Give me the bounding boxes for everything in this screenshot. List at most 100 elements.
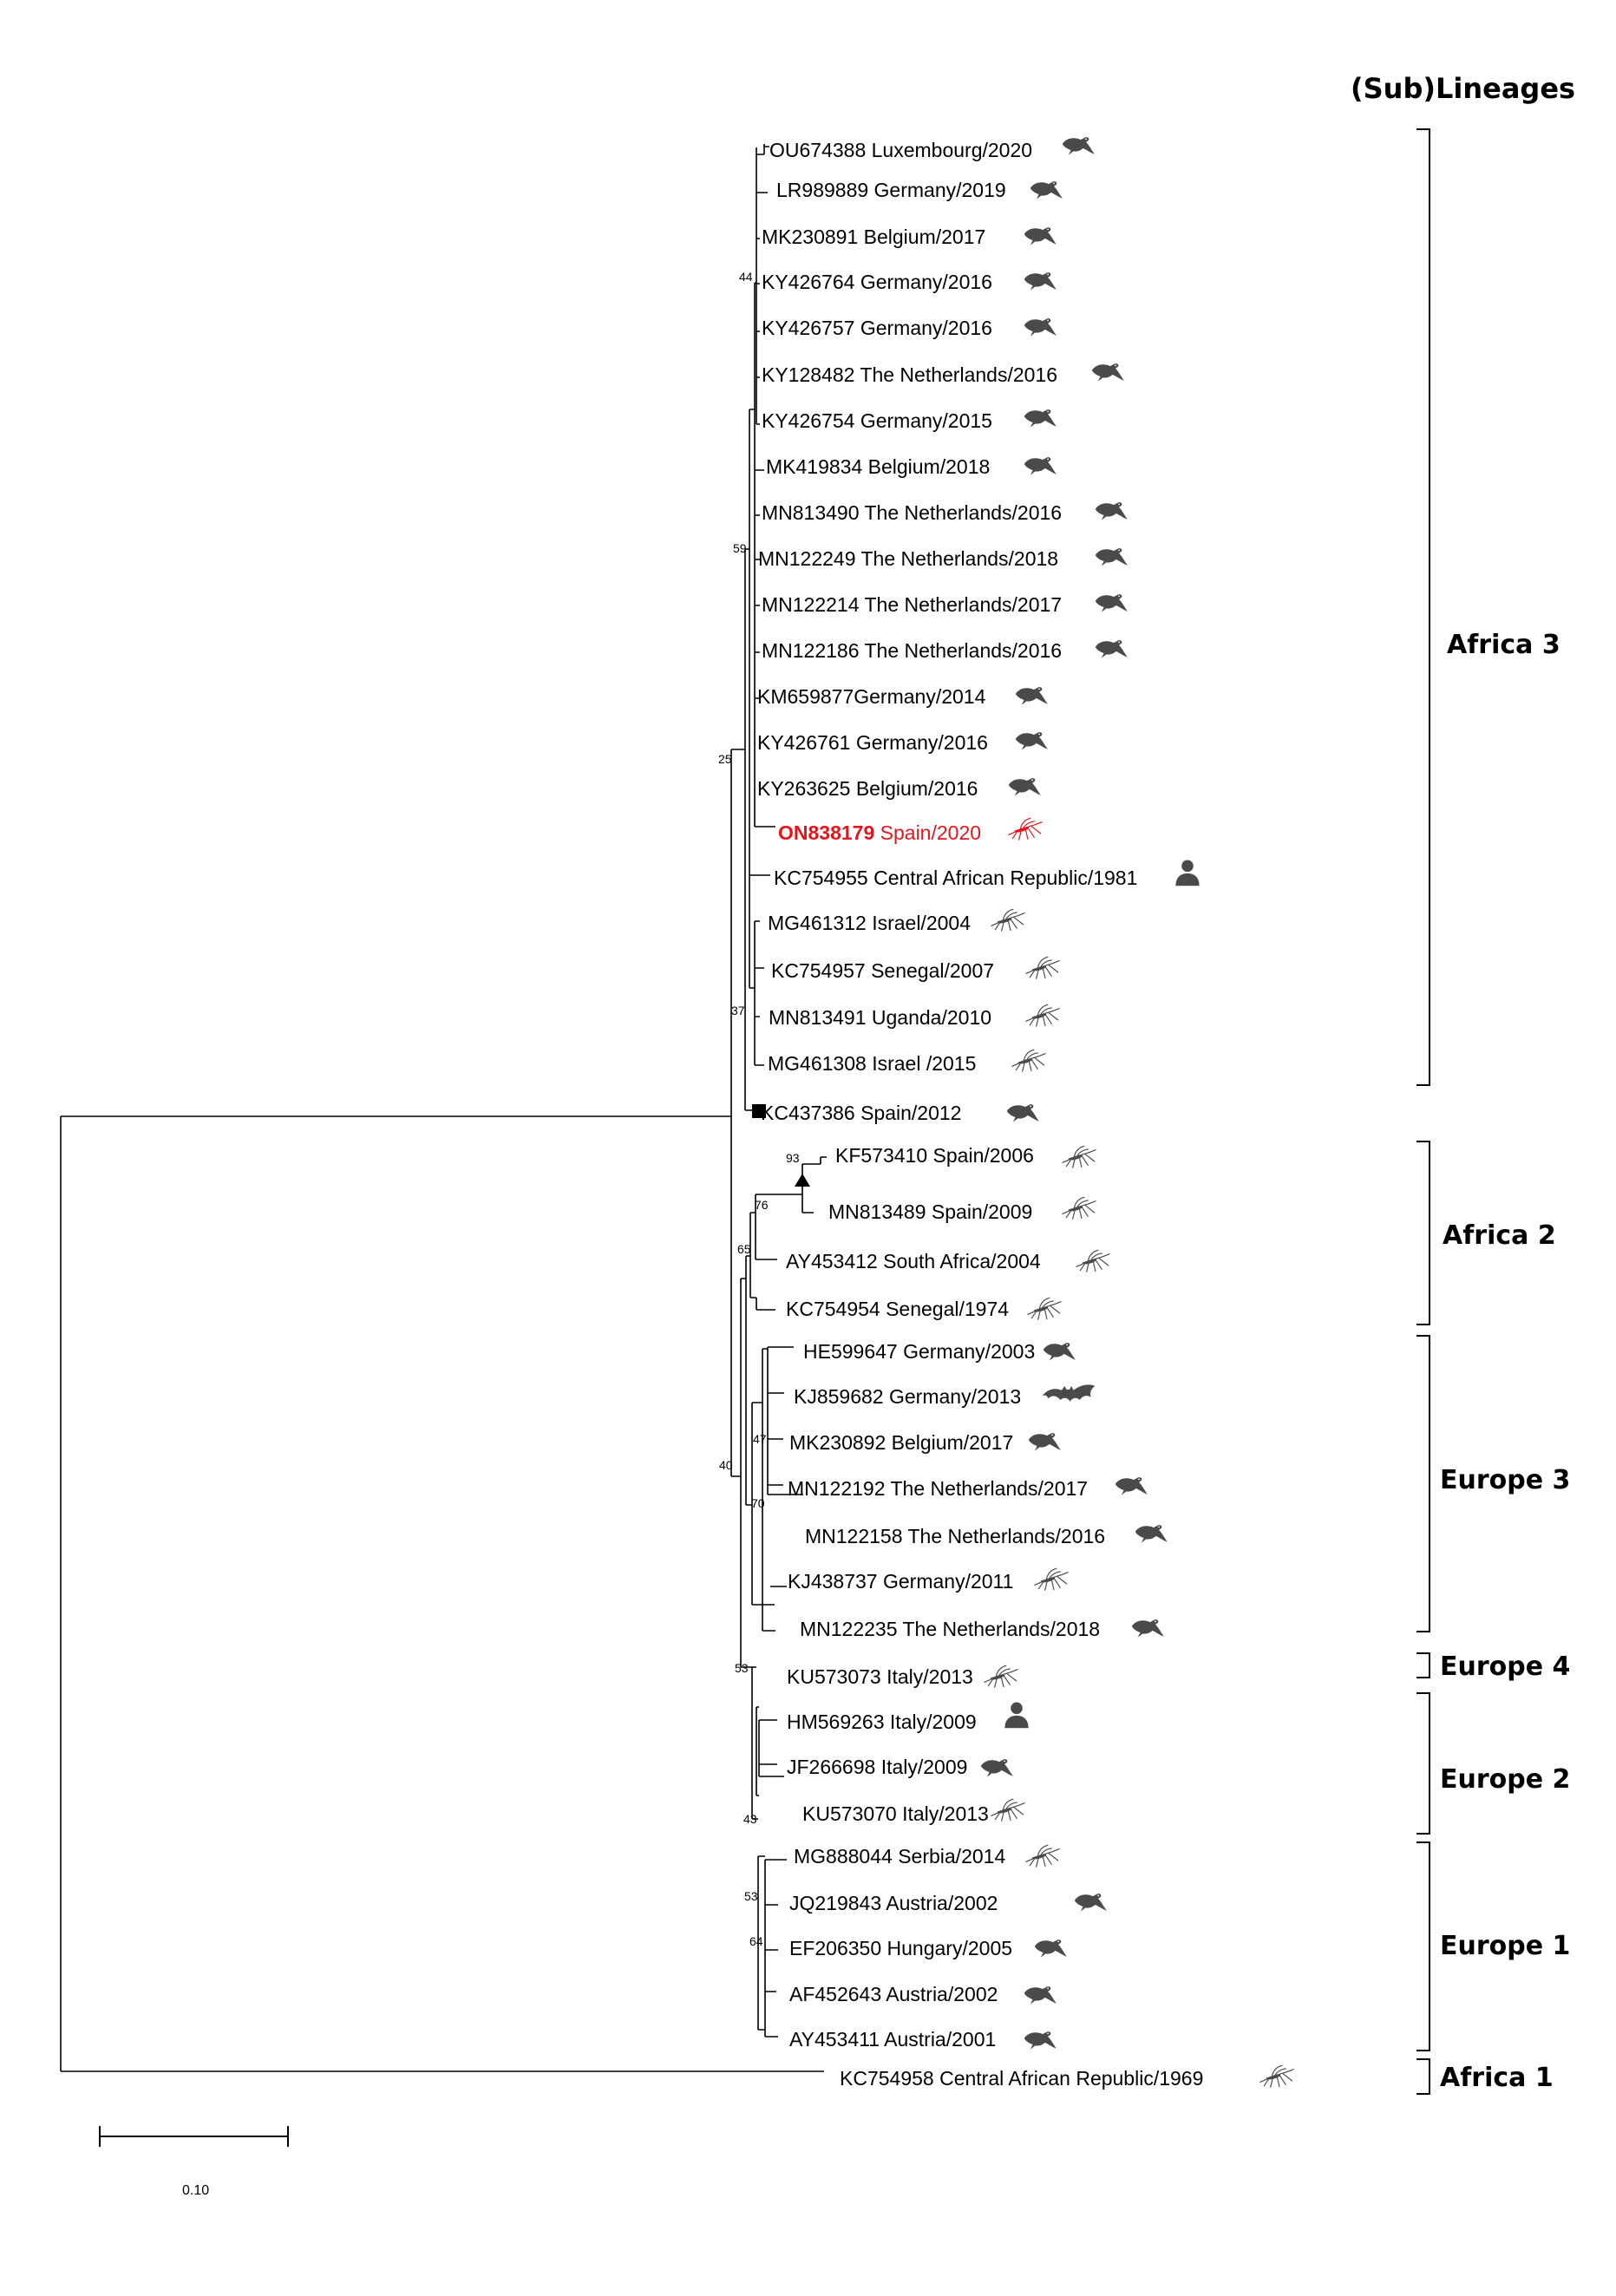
mosquito-icon <box>1025 1844 1060 1868</box>
mosquito-icon <box>991 908 1025 932</box>
taxon-leaf: AF452643 Austria/2002 <box>789 1983 1057 2005</box>
taxon-label: AF452643 Austria/2002 <box>789 1983 998 2005</box>
bootstrap-value: 59 <box>733 541 747 555</box>
mosquito-icon <box>1025 956 1060 979</box>
taxon-label: MK230891 Belgium/2017 <box>762 226 985 248</box>
taxon-leaf: MK230891 Belgium/2017 <box>762 226 1057 248</box>
bird-icon <box>1024 318 1057 337</box>
node-marker-triangle <box>795 1174 810 1187</box>
mosquito-icon <box>1062 1145 1096 1168</box>
taxon-label: MK419834 Belgium/2018 <box>766 455 990 478</box>
taxon-label: HM569263 Italy/2009 <box>787 1711 977 1733</box>
taxon-label: MN813489 Spain/2009 <box>828 1200 1032 1223</box>
scale-bar-label: 0.10 <box>182 2183 209 2198</box>
bird-icon <box>1024 457 1057 475</box>
bird-icon <box>1028 1433 1061 1451</box>
bird-icon <box>1015 732 1048 750</box>
lineage-label: Africa 3 <box>1447 630 1560 660</box>
taxon-label: KC754955 Central African Republic/1981 <box>774 867 1137 889</box>
bootstrap-value: 93 <box>786 1151 800 1165</box>
taxon-leaf: MG461312 Israel/2004 <box>768 908 1025 934</box>
bird-icon <box>1074 1894 1107 1912</box>
taxon-label: AY453411 Austria/2001 <box>789 2028 996 2051</box>
lineage-bracket <box>1416 1335 1430 1632</box>
bird-icon <box>1008 778 1041 796</box>
bootstrap-value: 65 <box>737 1242 751 1256</box>
lineage-bracket <box>1416 2058 1430 2095</box>
mosquito-icon <box>1011 1049 1046 1072</box>
mosquito-icon <box>1008 817 1043 841</box>
bird-icon <box>1024 227 1057 245</box>
taxon-leaf: LR989889 Germany/2019 <box>776 179 1063 201</box>
bird-icon <box>1024 1986 1057 2005</box>
taxon-leaf: JF266698 Italy/2009 <box>787 1756 1013 1778</box>
bird-icon <box>1034 1939 1067 1958</box>
taxon-leaf: MG888044 Serbia/2014 <box>794 1844 1060 1868</box>
taxon-leaf: KU573070 Italy/2013 <box>802 1798 1025 1825</box>
taxon-leaf: KC754955 Central African Republic/1981 <box>774 860 1200 889</box>
lineage-bracket <box>1416 1141 1430 1325</box>
bird-icon <box>1062 137 1095 155</box>
taxon-leaf: MN122214 The Netherlands/2017 <box>762 593 1128 616</box>
taxon-label: KY263625 Belgium/2016 <box>757 777 978 800</box>
taxon-leaf: MN122158 The Netherlands/2016 <box>805 1525 1168 1547</box>
human-icon <box>1004 1702 1029 1729</box>
taxon-label: AY453412 South Africa/2004 <box>786 1250 1041 1272</box>
taxon-label: KC754954 Senegal/1974 <box>786 1298 1009 1320</box>
taxon-label: KM659877Germany/2014 <box>757 685 986 708</box>
taxon-leaf: KF573410 Spain/2006 <box>835 1144 1096 1168</box>
bird-icon <box>1095 502 1128 520</box>
bootstrap-value: 40 <box>719 1458 733 1472</box>
bird-icon <box>1043 1343 1076 1361</box>
bootstrap-value: 44 <box>739 270 753 284</box>
lineage-label: Europe 1 <box>1440 1931 1570 1961</box>
taxon-leaf: KY426757 Germany/2016 <box>762 317 1057 339</box>
bird-icon <box>1115 1477 1148 1495</box>
mosquito-icon <box>1259 2064 1294 2088</box>
bird-icon <box>980 1759 1013 1777</box>
lineage-label: Europe 2 <box>1440 1764 1570 1795</box>
taxon-leaf: KC754954 Senegal/1974 <box>786 1297 1062 1320</box>
bootstrap-value: 53 <box>735 1661 749 1675</box>
taxon-accession: ON838179 <box>778 821 874 844</box>
bird-icon <box>1024 272 1057 291</box>
bootstrap-value: 64 <box>749 1934 763 1948</box>
taxon-leaf: MN813489 Spain/2009 <box>828 1196 1096 1223</box>
bird-icon <box>1131 1619 1164 1638</box>
taxon-leaf: KY426764 Germany/2016 <box>762 271 1057 293</box>
mosquito-icon <box>1027 1297 1062 1320</box>
lineage-group: Africa 2 <box>1416 1141 1556 1325</box>
taxon-leaf: JQ219843 Austria/2002 <box>789 1892 1107 1914</box>
bird-icon <box>1135 1525 1168 1543</box>
taxon-label: KC754957 Senegal/2007 <box>771 959 994 982</box>
taxon-label: KY426764 Germany/2016 <box>762 271 992 293</box>
taxon-leaf: MN122249 The Netherlands/2018 <box>758 547 1128 570</box>
node-marker-square <box>752 1104 766 1118</box>
taxon-leaf: ON838179 Spain/2020 <box>778 817 1043 844</box>
taxon-label: KU573073 Italy/2013 <box>787 1665 973 1688</box>
mosquito-icon <box>1062 1196 1096 1220</box>
bird-icon <box>1006 1104 1039 1122</box>
taxon-label: JF266698 Italy/2009 <box>787 1756 967 1778</box>
bootstrap-value: 25 <box>718 752 732 766</box>
taxon-label: MN122249 The Netherlands/2018 <box>758 547 1058 570</box>
bird-icon <box>1091 363 1124 382</box>
bird-icon <box>1095 548 1128 566</box>
scale-bar: 0.10 <box>99 2126 289 2198</box>
taxon-leaf: KC437386 Spain/2012 <box>761 1102 1039 1124</box>
lineage-group: Europe 2 <box>1416 1692 1570 1835</box>
lineage-bracket <box>1416 1652 1430 1678</box>
taxon-label: MN813491 Uganda/2010 <box>769 1006 991 1029</box>
taxon-leaf: KC754958 Central African Republic/1969 <box>840 2064 1294 2090</box>
mosquito-icon <box>1034 1567 1069 1591</box>
taxon-leaf: KJ438737 Germany/2011 <box>788 1567 1069 1593</box>
taxon-leaf: AY453411 Austria/2001 <box>789 2028 1057 2051</box>
human-icon <box>1175 860 1200 886</box>
lineage-group: Africa 3 <box>1416 128 1560 1086</box>
lineage-group: Europe 3 <box>1416 1335 1570 1632</box>
taxon-label: MN122235 The Netherlands/2018 <box>800 1618 1100 1640</box>
taxon-label: EF206350 Hungary/2005 <box>789 1937 1012 1959</box>
bootstrap-value: 47 <box>753 1432 767 1446</box>
